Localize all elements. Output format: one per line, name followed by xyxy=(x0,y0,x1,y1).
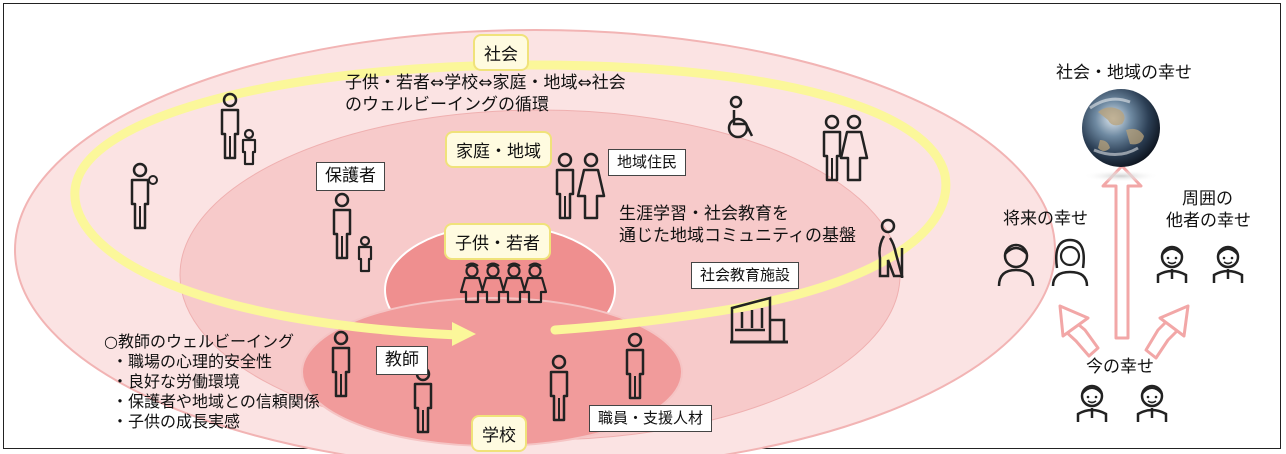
teacher-figure-left xyxy=(331,330,351,398)
wellbeing-item: ・良好な労働環境 xyxy=(112,372,241,391)
wheelchair-icon xyxy=(727,95,754,139)
society-happiness-label: 社会・地域の幸せ xyxy=(1056,63,1192,83)
wellbeing-item: ・保護者や地域との信頼関係 xyxy=(112,392,320,411)
future-self-female-icon xyxy=(1051,238,1089,288)
others-boy-icon xyxy=(1156,245,1188,285)
children-youth-label: 子供・若者 xyxy=(444,223,551,260)
teacher-wellbeing-list: ○教師のウェルビーイング ・職場の心理的安全性 ・良好な労働環境 ・保護者や地域… xyxy=(104,332,320,432)
now-girl-icon xyxy=(1136,384,1168,424)
school-label: 学校 xyxy=(471,415,527,452)
others-happiness-line2: 他者の幸せ xyxy=(1166,211,1251,231)
cycle-arrow-left xyxy=(70,60,951,340)
residents-label: 地域住民 xyxy=(608,149,687,176)
staff-label: 職員・支援人材 xyxy=(589,405,713,432)
future-happiness-label: 将来の幸せ xyxy=(1003,209,1088,229)
cycle-text-line1: 子供・若者⇔学校⇔家庭・地域⇔社会 xyxy=(345,73,626,93)
future-self-male-icon xyxy=(997,243,1035,288)
home-region-label: 家庭・地域 xyxy=(445,131,552,168)
teacher-label: 教師 xyxy=(376,346,428,375)
teacher-figure-center xyxy=(413,366,433,434)
staff-figure-1 xyxy=(549,354,569,422)
couple-icon xyxy=(822,114,869,182)
facility-building-icon xyxy=(730,296,788,344)
earth-shadow xyxy=(1083,170,1159,182)
guardian-label: 保護者 xyxy=(316,162,385,191)
staff-figure-2 xyxy=(625,332,645,400)
elderly-with-cane-icon xyxy=(878,218,904,278)
teacher-wellbeing-heading: ○教師のウェルビーイング xyxy=(104,332,294,351)
now-boy-icon xyxy=(1076,384,1108,424)
parent-with-child-icon xyxy=(220,92,257,166)
wellbeing-item: ・子供の成長実感 xyxy=(112,412,241,431)
parent-holding-baby-icon xyxy=(130,162,158,230)
others-girl-icon xyxy=(1212,245,1244,285)
lifelong-text-line1: 生涯学習・社会教育を xyxy=(619,204,789,224)
cycle-arrow-right xyxy=(550,301,755,335)
now-happiness-label: 今の幸せ xyxy=(1086,357,1154,377)
wellbeing-item: ・職場の心理的安全性 xyxy=(112,352,273,371)
social-facility-label: 社会教育施設 xyxy=(691,262,800,289)
guardian-with-child-icon xyxy=(332,192,373,273)
society-label: 社会 xyxy=(473,34,529,71)
lifelong-text-line2: 通じた地域コミュニティの基盤 xyxy=(619,226,856,246)
residents-couple-icon xyxy=(555,152,606,220)
others-happiness-line1: 周囲の xyxy=(1182,189,1233,209)
cycle-text-line2: のウェルビーイングの循環 xyxy=(345,95,549,115)
children-group-icon xyxy=(459,262,548,304)
cycle-arrowhead xyxy=(452,322,476,346)
